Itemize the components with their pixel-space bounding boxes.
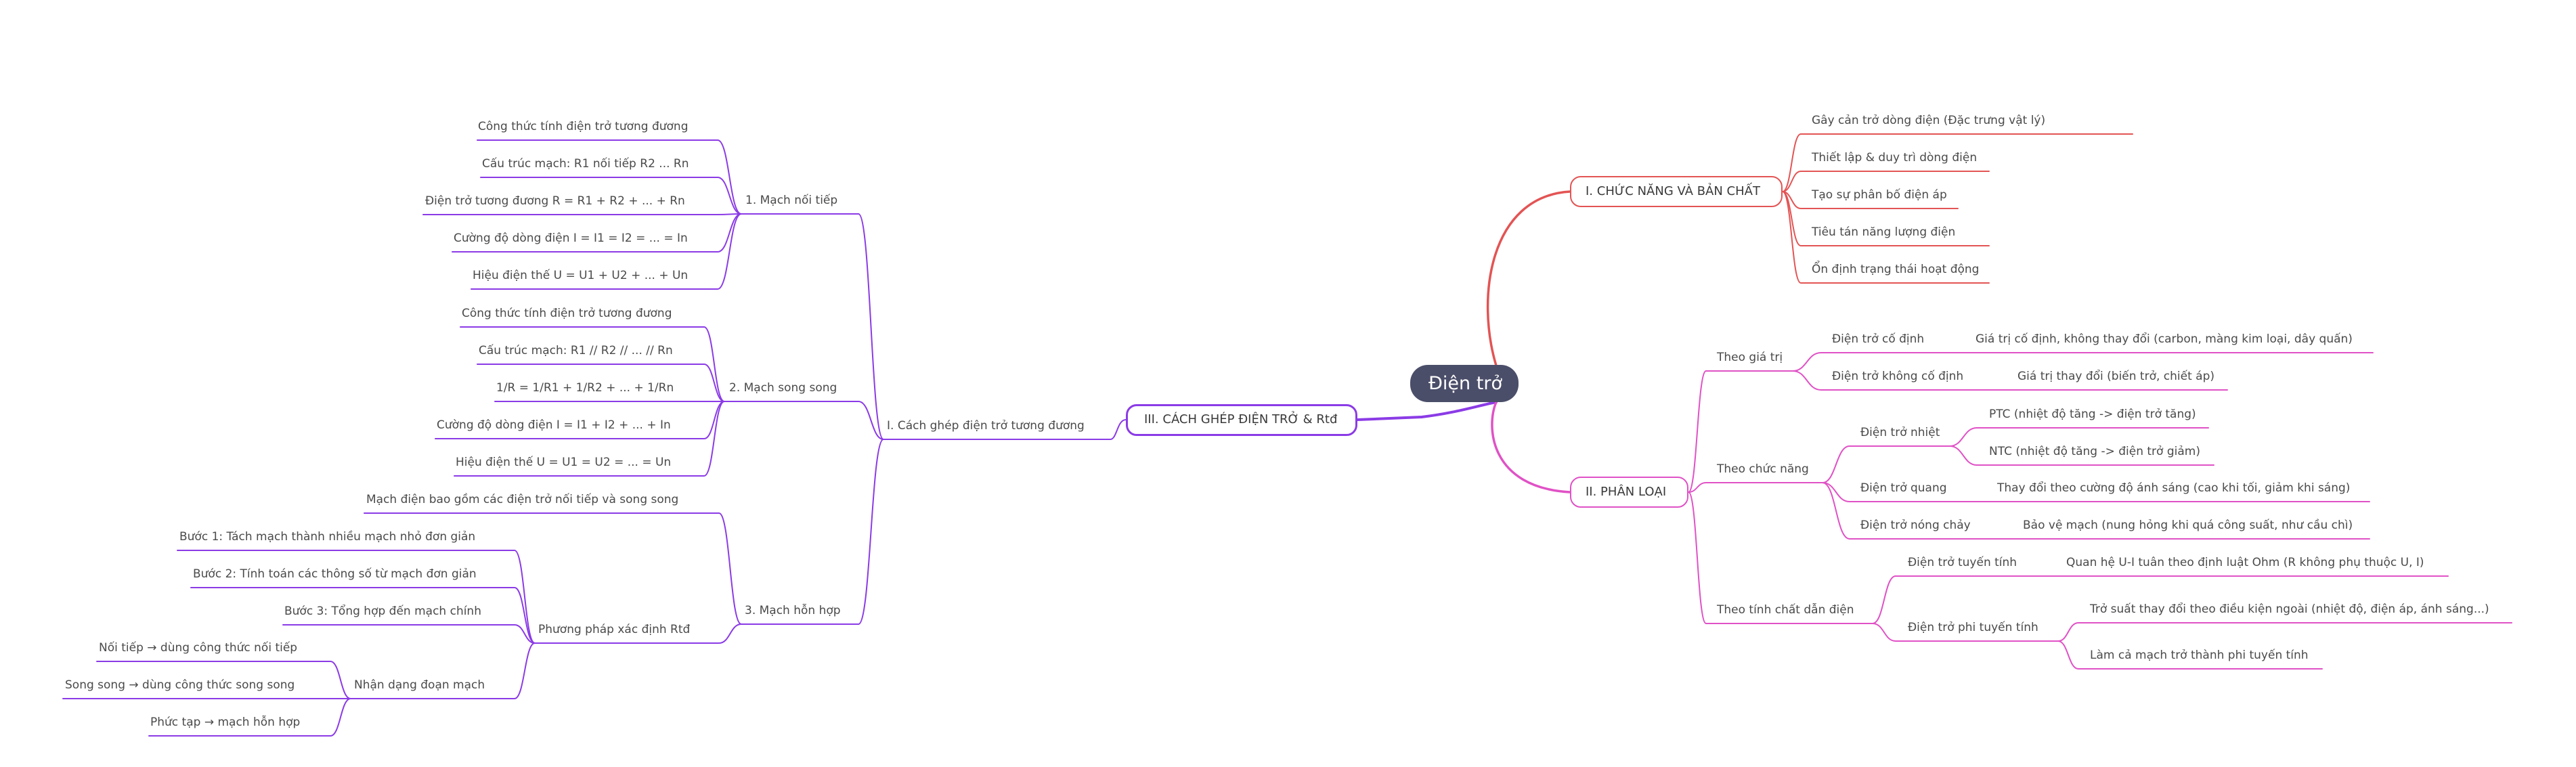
parallel-item-connector (477, 364, 725, 402)
functions-branch-label: I. CHỨC NĂNG VÀ BẢN CHẤT (1586, 184, 1760, 198)
parallel-item[interactable]: Công thức tính điện trở tương đương (462, 307, 672, 320)
function-item[interactable]: Ổn định trạng thái hoạt động (1812, 263, 1980, 276)
mixed-desc-connector (364, 512, 742, 625)
mixed-connector (741, 439, 884, 625)
series-item-connector (471, 213, 742, 290)
by-conduction-connector (1688, 491, 1873, 624)
photoresistor-node[interactable]: Điện trở quang (1860, 481, 1947, 495)
ptc-desc[interactable]: PTC (nhiệt độ tăng -> điện trở tăng) (1989, 408, 2196, 421)
series-item-connector (422, 213, 742, 215)
method-step-connector (282, 624, 536, 644)
parallel-item-connector (435, 401, 725, 439)
by-value-node[interactable]: Theo giá trị (1717, 351, 1783, 364)
method-step[interactable]: Bước 1: Tách mạch thành nhiều mạch nhỏ đ… (179, 530, 476, 544)
ptc-connector (1949, 427, 2209, 447)
parallel-item[interactable]: 1/R = 1/R1 + 1/R2 + ... + 1/Rn (496, 381, 674, 395)
parallel-item[interactable]: Cường độ dòng điện I = I1 + I2 + ... + I… (437, 418, 671, 432)
combination-subtitle-node[interactable]: I. Cách ghép điện trở tương đương (887, 419, 1085, 433)
thermistor-node[interactable]: Điện trở nhiệt (1860, 426, 1940, 439)
mixed-circuit-node[interactable]: 3. Mạch hỗn hợp (745, 604, 841, 617)
nonlinear-resistor-desc-2[interactable]: Làm cả mạch trở thành phi tuyến tính (2090, 649, 2309, 662)
method-step[interactable]: Bước 3: Tổng hợp đến mạch chính (284, 605, 481, 618)
series-item-connector (452, 213, 742, 253)
thermistor-connector (1822, 445, 1950, 483)
photoresistor-connector (1822, 482, 1964, 502)
series-circuit-node[interactable]: 1. Mạch nối tiếp (745, 194, 838, 207)
method-node[interactable]: Phương pháp xác định Rtđ (538, 623, 691, 636)
nonlinear-resistor-desc-1[interactable]: Trở suất thay đổi theo điều kiện ngoài (… (2090, 602, 2489, 616)
functions-branch-node[interactable] (1570, 176, 1783, 207)
identify-item-connector (96, 661, 351, 699)
parallel-item[interactable]: Hiệu điện thế U = U1 = U2 = ... = Un (456, 456, 672, 469)
root-to-combination-connector (1356, 401, 1498, 421)
variable-resistor-desc[interactable]: Giá trị thay đổi (biến trở, chiết áp) (2017, 370, 2215, 383)
root-label: Điện trở (1428, 373, 1502, 394)
parallel-connector (724, 401, 884, 440)
by-conduction-node[interactable]: Theo tính chất dẫn điện (1717, 603, 1854, 617)
identify-item[interactable]: Phức tạp → mạch hỗn hợp (150, 716, 301, 729)
method-step[interactable]: Bước 2: Tính toán các thông số từ mạch đ… (193, 567, 477, 581)
identify-connector (350, 642, 536, 699)
parallel-item-connector (454, 401, 725, 477)
variable-resistor-node[interactable]: Điện trở không cố định (1832, 370, 1964, 383)
nonlinear-desc2-connector (2057, 640, 2323, 670)
root-to-classification-connector (1491, 401, 1571, 494)
function-item[interactable]: Tạo sự phân bố điện áp (1812, 188, 1947, 202)
fusible-connector (1822, 482, 1984, 540)
identify-item[interactable]: Song song → dùng công thức song song (65, 678, 295, 692)
function-item-connector (1782, 133, 2133, 192)
root-node[interactable] (1410, 365, 1519, 402)
by-value-connector (1688, 370, 1793, 493)
by-function-node[interactable]: Theo chức năng (1717, 462, 1809, 476)
linear-connector (1872, 575, 2035, 624)
combination-branch-label: III. CÁCH GHÉP ĐIỆN TRỞ & Rtđ (1144, 412, 1338, 426)
nonlinear-resistor-node[interactable]: Điện trở phi tuyến tính (1908, 621, 2038, 634)
ntc-connector (1949, 445, 2214, 466)
parallel-circuit-node[interactable]: 2. Mạch song song (729, 381, 837, 395)
ntc-desc[interactable]: NTC (nhiệt độ tăng -> điện trở giảm) (1989, 445, 2200, 458)
series-connector (741, 213, 884, 440)
fixed-resistor-connector (1792, 352, 1942, 372)
parallel-item-connector (460, 326, 725, 402)
series-item[interactable]: Cường độ dòng điện I = I1 = I2 = ... = I… (454, 232, 688, 245)
parallel-item[interactable]: Cấu trúc mạch: R1 // R2 // ... // Rn (479, 344, 673, 357)
by-function-connector (1688, 482, 1823, 493)
function-item[interactable]: Thiết lập & duy trì dòng điện (1812, 151, 1978, 165)
nonlinear-desc1-connector (2057, 622, 2512, 642)
nonlinear-connector (1872, 623, 2059, 642)
series-item-connector (477, 139, 742, 215)
function-item-connector (1782, 191, 1990, 284)
linear-resistor-node[interactable]: Điện trở tuyến tính (1908, 556, 2017, 569)
identify-item[interactable]: Nối tiếp → dùng công thức nối tiếp (99, 641, 298, 655)
identify-node[interactable]: Nhận dạng đoạn mạch (354, 678, 485, 692)
function-item[interactable]: Tiêu tán năng lượng điện (1812, 225, 1956, 239)
method-step-connector (177, 550, 536, 644)
root-to-functions-connector (1486, 190, 1571, 367)
series-item[interactable]: Cấu trúc mạch: R1 nối tiếp R2 ... Rn (482, 157, 689, 171)
photoresistor-desc[interactable]: Thay đổi theo cường độ ánh sáng (cao khi… (1997, 481, 2351, 495)
fixed-resistor-node[interactable]: Điện trở cố định (1832, 332, 1925, 346)
series-item-connector (480, 177, 742, 215)
method-step-connector (190, 587, 536, 644)
combination-subtitle-connector (883, 419, 1127, 440)
identify-item-connector (148, 698, 351, 737)
linear-resistor-desc[interactable]: Quan hệ U-I tuân theo định luật Ohm (R k… (2066, 556, 2424, 569)
function-item[interactable]: Gây cản trở dòng điện (Đặc trưng vật lý) (1812, 114, 2046, 127)
combination-branch-node[interactable] (1126, 404, 1357, 436)
series-item[interactable]: Công thức tính điện trở tương đương (478, 120, 689, 133)
function-item-connector (1782, 171, 1990, 192)
classification-branch-label: II. PHÂN LOẠI (1586, 485, 1667, 499)
fusible-resistor-node[interactable]: Điện trở nóng chảy (1860, 519, 1971, 532)
series-item[interactable]: Điện trở tương đương R = R1 + R2 + ... +… (425, 194, 685, 208)
classification-branch-node[interactable] (1570, 477, 1688, 508)
fusible-resistor-desc[interactable]: Bảo vệ mạch (nung hỏng khi quá công suất… (2023, 519, 2353, 532)
series-item[interactable]: Hiệu điện thế U = U1 + U2 + ... + Un (473, 269, 689, 282)
variable-resistor-connector (1792, 370, 1978, 391)
mixed-circuit-desc[interactable]: Mạch điện bao gồm các điện trở nối tiếp … (366, 493, 679, 506)
method-connector (534, 623, 742, 644)
fixed-resistor-desc[interactable]: Giá trị cố định, không thay đổi (carbon,… (1975, 332, 2353, 346)
